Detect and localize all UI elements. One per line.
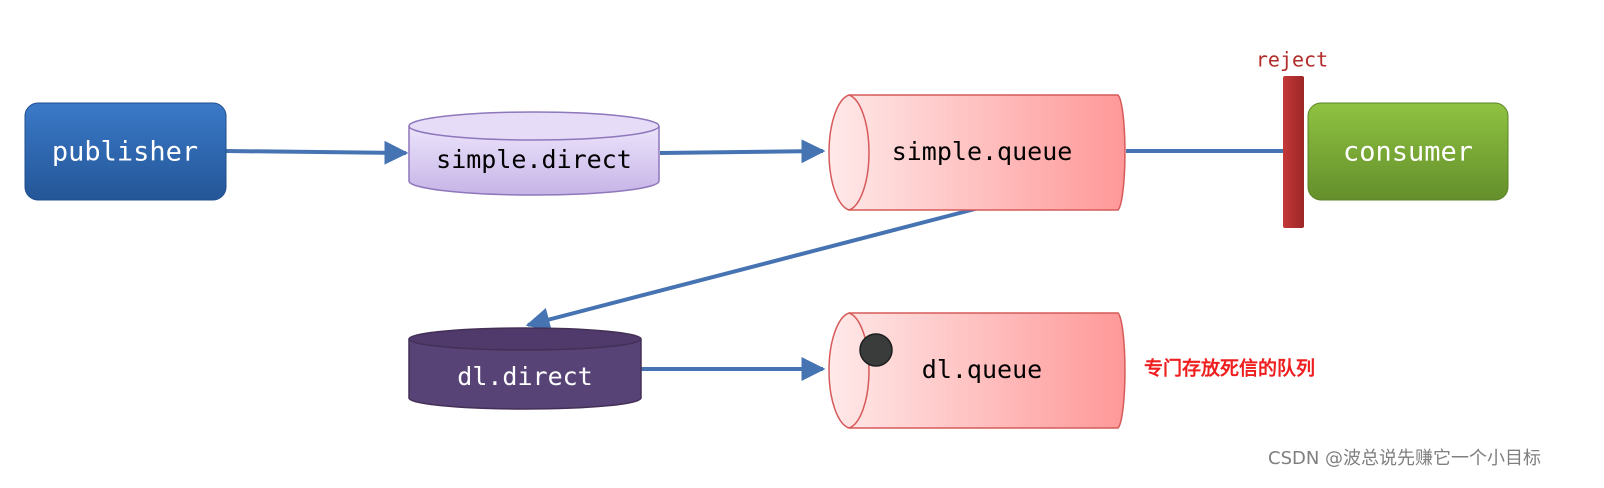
arrow-simple-direct-to-simple-queue xyxy=(659,139,826,164)
dl-direct-label: dl.direct xyxy=(457,362,592,391)
consumer-node: consumer xyxy=(1307,102,1509,201)
simple-direct-label: simple.direct xyxy=(436,145,632,174)
arrow-publisher-to-simple-direct xyxy=(225,140,409,165)
reject-barrier: reject xyxy=(1256,48,1328,228)
dl-direct-exchange: dl.direct xyxy=(408,327,642,410)
simple-queue-label: simple.queue xyxy=(892,137,1073,166)
publisher-label: publisher xyxy=(52,137,198,168)
arrow-simple-queue-to-dl-direct xyxy=(525,207,976,332)
publisher-node: publisher xyxy=(24,102,227,201)
reject-label: reject xyxy=(1256,48,1328,72)
simple-queue: simple.queue xyxy=(828,94,1126,211)
simple-direct-exchange: simple.direct xyxy=(408,111,660,196)
dead-letter-message-dot xyxy=(859,333,893,367)
dl-queue: dl.queue xyxy=(828,312,1126,429)
dl-queue-note: 专门存放死信的队列 xyxy=(1144,357,1315,380)
consumer-label: consumer xyxy=(1343,137,1473,168)
dl-queue-label: dl.queue xyxy=(922,355,1042,384)
watermark-text: CSDN @波总说先赚它一个小目标 xyxy=(1268,448,1541,469)
